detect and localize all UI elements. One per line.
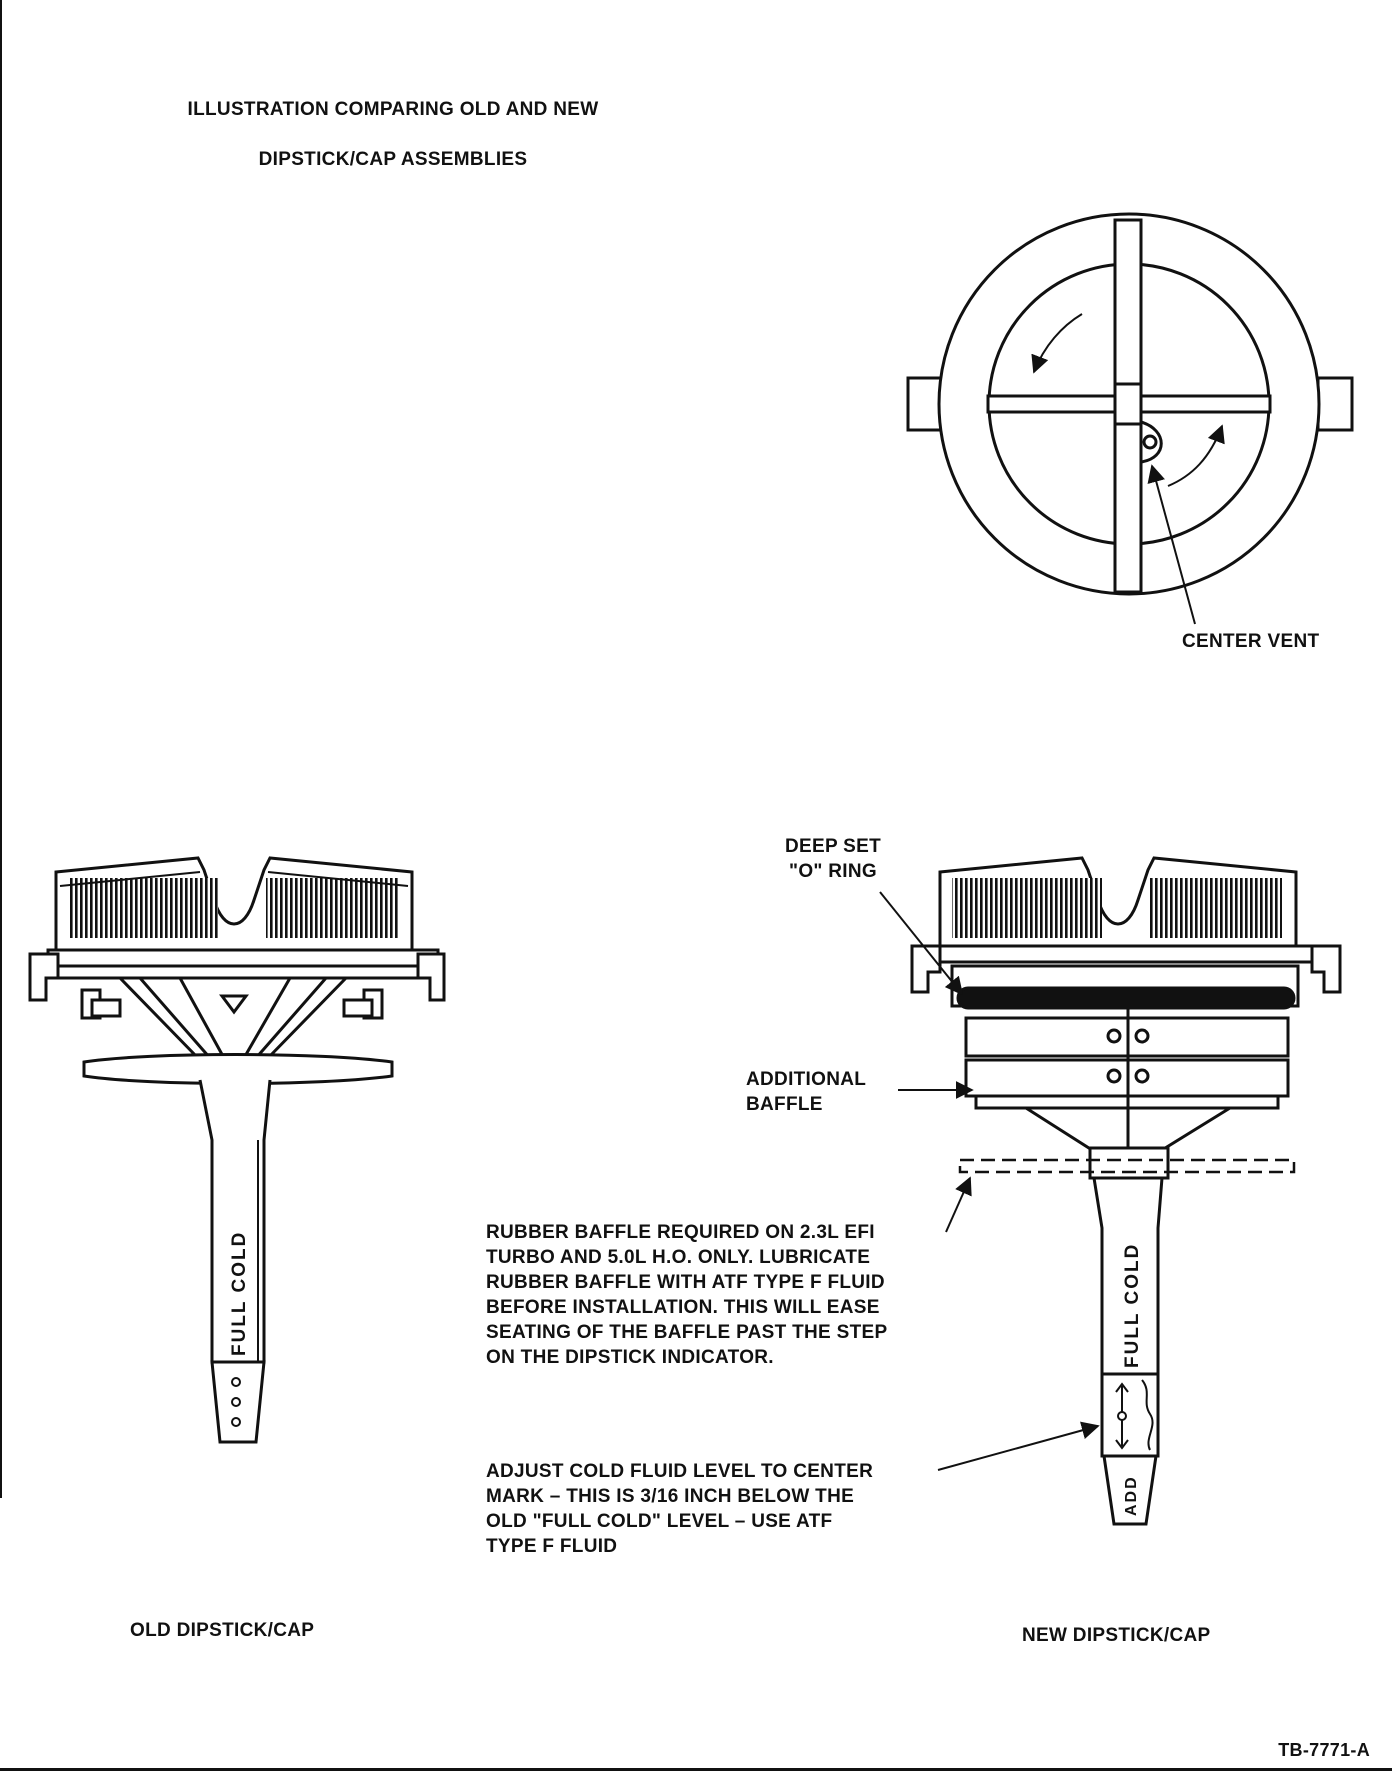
cap-top-view	[906, 212, 1354, 625]
old-baffle-disk	[82, 1053, 394, 1085]
new-dipstick-tip	[1102, 1454, 1158, 1526]
rubber-baffle-dashed	[958, 1158, 1296, 1174]
deep-set-o-ring-drawing	[956, 986, 1296, 1010]
rubber-baffle-leader	[945, 1176, 972, 1233]
old-dipstick-drawing	[28, 856, 446, 1444]
cap-tab-left	[906, 376, 944, 432]
adjust-level-note: ADJUST COLD FLUID LEVEL TO CENTER MARK –…	[486, 1461, 874, 1557]
old-cap-clip-right	[416, 952, 446, 1002]
new-dipstick-drawing	[910, 856, 1342, 1526]
leader-lines	[879, 891, 1100, 1471]
old-cap-clip-left	[28, 952, 60, 1002]
additional-baffle-label: ADDITIONAL BAFFLE	[746, 1069, 867, 1115]
adjust-level-leader	[937, 1421, 1100, 1471]
center-vent-hole	[1142, 434, 1158, 450]
o-ring-leader	[879, 891, 964, 996]
old-full-cold-mark: FULL COLD	[229, 1231, 250, 1356]
page-border-left	[0, 0, 2, 1498]
old-dipstick-caption: OLD DIPSTICK/CAP	[130, 1620, 315, 1641]
new-cap-clip-left	[910, 944, 942, 994]
center-vent-leader	[1147, 464, 1196, 625]
new-add-mark: ADD	[1123, 1475, 1140, 1516]
cap-tab-right	[1316, 376, 1354, 432]
page-border-bottom	[0, 1768, 1392, 1771]
rubber-baffle-note: RUBBER BAFFLE REQUIRED ON 2.3L EFI TURBO…	[486, 1222, 888, 1368]
center-vent-outline	[1140, 420, 1163, 464]
center-vent-label: CENTER VENT	[1182, 631, 1320, 652]
deep-set-o-ring-label: DEEP SET "O" RING	[785, 836, 882, 882]
title-line-2: DIPSTICK/CAP ASSEMBLIES	[258, 149, 528, 170]
rotation-arrow-left	[1031, 313, 1083, 374]
page-title: ILLUSTRATION COMPARING OLD AND NEW DIPST…	[148, 72, 638, 197]
figure-id: TB-7771-A	[1278, 1740, 1370, 1760]
new-dipstick-caption: NEW DIPSTICK/CAP	[1022, 1625, 1211, 1646]
rotation-arrow-right	[1167, 424, 1225, 487]
new-full-cold-mark: FULL COLD	[1122, 1243, 1143, 1368]
title-line-1: ILLUSTRATION COMPARING OLD AND NEW	[187, 99, 599, 120]
new-cap-clip-right	[1310, 944, 1342, 994]
